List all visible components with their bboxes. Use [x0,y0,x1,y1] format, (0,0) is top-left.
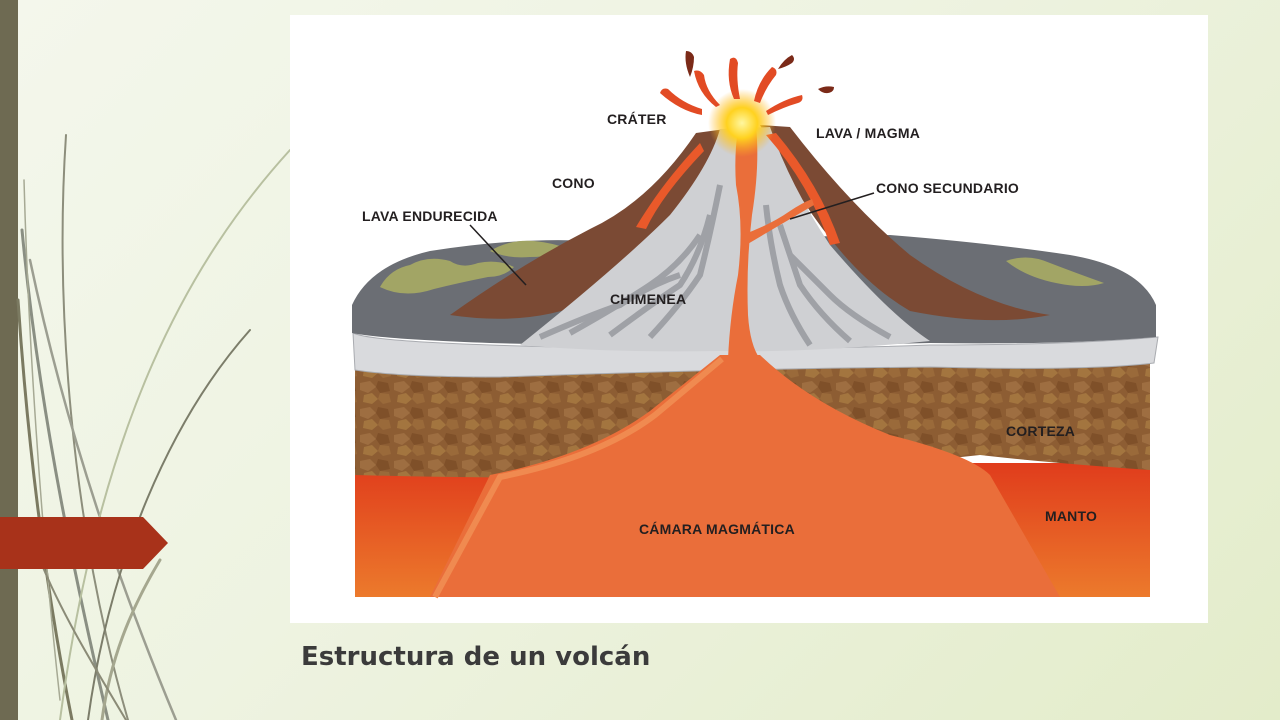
lava-stream-left [636,143,704,229]
label-crust: CORTEZA [1006,423,1076,439]
slide-caption: Estructura de un volcán [301,642,651,672]
label-cone: CONO [552,175,595,191]
label-hardened-lava: LAVA ENDURECIDA [362,208,498,224]
label-lava-magma: LAVA / MAGMA [816,125,921,141]
label-mantle: MANTO [1045,508,1098,524]
eruption-rocks [685,51,834,94]
label-chimney: CHIMENEA [610,291,687,307]
grass-patch-left [380,258,514,294]
secondary-vent [742,199,814,245]
eruption-spatter [660,57,803,115]
crater-glow [708,89,776,157]
magma-chamber-edge [432,356,724,599]
accent-arrow-shape [0,517,168,569]
volcano-illustration [352,51,1159,599]
volcano-diagram: CRÁTER LAVA / MAGMA CONO CONO SECUNDARIO… [290,15,1208,623]
label-magma-chamber: CÁMARA MAGMÁTICA [639,521,795,537]
label-crater: CRÁTER [607,111,667,127]
magma-chamber [430,355,1060,597]
hardened-lava-right [760,125,1050,321]
hardened-lava-left [450,127,740,319]
grass-decoration [16,134,291,720]
leader-lines [469,192,875,286]
label-secondary-cone: CONO SECUNDARIO [876,180,1020,196]
chimney [728,127,760,359]
grass-patch-right [1006,257,1104,286]
lava-stream-right [766,133,840,245]
